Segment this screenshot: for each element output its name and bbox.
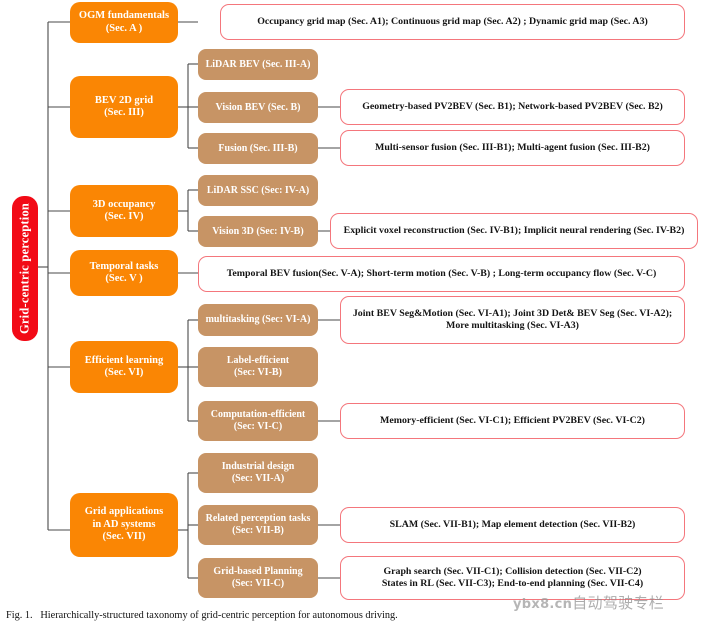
node-computation-efficient-label: Computation-efficient(Sec: VI-C)	[210, 409, 306, 432]
node-lidar-ssc[interactable]: LiDAR SSC (Sec: IV-A)	[198, 175, 318, 206]
node-efficient-learning-label: Efficient learning(Sec. VI)	[84, 354, 164, 378]
node-temporal-tasks-label: Temporal tasks(Sec. V )	[89, 260, 159, 284]
node-bev-2d-grid-label: BEV 2D grid(Sec. III)	[94, 94, 154, 118]
node-related-perception-tasks[interactable]: Related perception tasks(Sec: VII-B)	[198, 505, 318, 545]
node-bev-2d-grid[interactable]: BEV 2D grid(Sec. III)	[70, 76, 178, 138]
leaf-multitasking-topics-label: Joint BEV Seg&Motion (Sec. VI-A1); Joint…	[352, 308, 673, 331]
node-grid-based-planning[interactable]: Grid-based Planning(Sec: VII-C)	[198, 558, 318, 598]
root-node-grid-centric-perception[interactable]: Grid-centric perception	[12, 196, 38, 341]
figure-caption-label: Fig. 1.	[6, 610, 33, 621]
node-lidar-bev-label: LiDAR BEV (Sec. III-A)	[205, 58, 311, 70]
leaf-fusion-topics[interactable]: Multi-sensor fusion (Sec. III-B1); Multi…	[340, 130, 685, 166]
leaf-related-perception-topics-label: SLAM (Sec. VII-B1); Map element detectio…	[389, 519, 636, 531]
leaf-vision3d-topics-label: Explicit voxel reconstruction (Sec. IV-B…	[343, 225, 685, 237]
node-ogm-fundamentals-label: OGM fundamentals(Sec. A )	[78, 10, 170, 34]
node-grid-based-planning-label: Grid-based Planning(Sec: VII-C)	[213, 566, 303, 589]
node-multitasking-label: multitasking (Sec: VI-A)	[205, 314, 311, 326]
node-label-efficient[interactable]: Label-efficient(Sec: VI-B)	[198, 347, 318, 387]
leaf-fusion-topics-label: Multi-sensor fusion (Sec. III-B1); Multi…	[375, 142, 650, 154]
watermark-cjk: 自动驾驶专栏	[572, 594, 665, 612]
node-fusion-label: Fusion (Sec. III-B)	[218, 142, 298, 154]
node-vision-bev[interactable]: Vision BEV (Sec. B)	[198, 92, 318, 123]
leaf-ogm-topics[interactable]: Occupancy grid map (Sec. A1); Continuous…	[220, 4, 685, 40]
node-computation-efficient[interactable]: Computation-efficient(Sec: VI-C)	[198, 401, 318, 441]
figure-caption: Fig. 1. Hierarchically-structured taxono…	[6, 610, 696, 621]
leaf-vision-bev-topics[interactable]: Geometry-based PV2BEV (Sec. B1); Network…	[340, 89, 685, 125]
node-industrial-design[interactable]: Industrial design(Sec: VII-A)	[198, 453, 318, 493]
watermark: ybx8.cn自动驾驶专栏	[513, 592, 664, 613]
node-efficient-learning[interactable]: Efficient learning(Sec. VI)	[70, 341, 178, 393]
leaf-related-perception-topics[interactable]: SLAM (Sec. VII-B1); Map element detectio…	[340, 507, 685, 543]
leaf-planning-topics-label: Graph search (Sec. VII-C1); Collision de…	[381, 566, 644, 589]
leaf-temporal-topics-label: Temporal BEV fusion(Sec. V-A); Short-ter…	[226, 268, 657, 280]
leaf-temporal-topics[interactable]: Temporal BEV fusion(Sec. V-A); Short-ter…	[198, 256, 685, 292]
node-multitasking[interactable]: multitasking (Sec: VI-A)	[198, 304, 318, 336]
leaf-vision-bev-topics-label: Geometry-based PV2BEV (Sec. B1); Network…	[362, 101, 663, 113]
root-label: Grid-centric perception	[17, 202, 32, 335]
leaf-computation-efficient-topics[interactable]: Memory-efficient (Sec. VI-C1); Efficient…	[340, 403, 685, 439]
node-temporal-tasks[interactable]: Temporal tasks(Sec. V )	[70, 250, 178, 296]
leaf-multitasking-topics[interactable]: Joint BEV Seg&Motion (Sec. VI-A1); Joint…	[340, 296, 685, 344]
node-vision-3d[interactable]: Vision 3D (Sec: IV-B)	[198, 216, 318, 247]
figure-caption-text: Hierarchically-structured taxonomy of gr…	[40, 610, 398, 621]
node-ogm-fundamentals[interactable]: OGM fundamentals(Sec. A )	[70, 2, 178, 43]
node-related-perception-tasks-label: Related perception tasks(Sec: VII-B)	[205, 513, 311, 536]
leaf-computation-efficient-topics-label: Memory-efficient (Sec. VI-C1); Efficient…	[380, 415, 645, 427]
leaf-vision3d-topics[interactable]: Explicit voxel reconstruction (Sec. IV-B…	[330, 213, 698, 249]
node-3d-occupancy-label: 3D occupancy(Sec. IV)	[92, 198, 156, 222]
node-fusion[interactable]: Fusion (Sec. III-B)	[198, 133, 318, 164]
node-3d-occupancy[interactable]: 3D occupancy(Sec. IV)	[70, 185, 178, 237]
node-lidar-ssc-label: LiDAR SSC (Sec: IV-A)	[206, 184, 310, 196]
node-lidar-bev[interactable]: LiDAR BEV (Sec. III-A)	[198, 49, 318, 80]
leaf-planning-topics[interactable]: Graph search (Sec. VII-C1); Collision de…	[340, 556, 685, 600]
node-industrial-design-label: Industrial design(Sec: VII-A)	[221, 461, 295, 484]
node-vision-3d-label: Vision 3D (Sec: IV-B)	[212, 225, 304, 237]
node-vision-bev-label: Vision BEV (Sec. B)	[215, 101, 301, 113]
watermark-latin: ybx8.cn	[513, 597, 573, 612]
leaf-ogm-topics-label: Occupancy grid map (Sec. A1); Continuous…	[257, 16, 648, 28]
node-label-efficient-label: Label-efficient(Sec: VI-B)	[226, 355, 290, 378]
